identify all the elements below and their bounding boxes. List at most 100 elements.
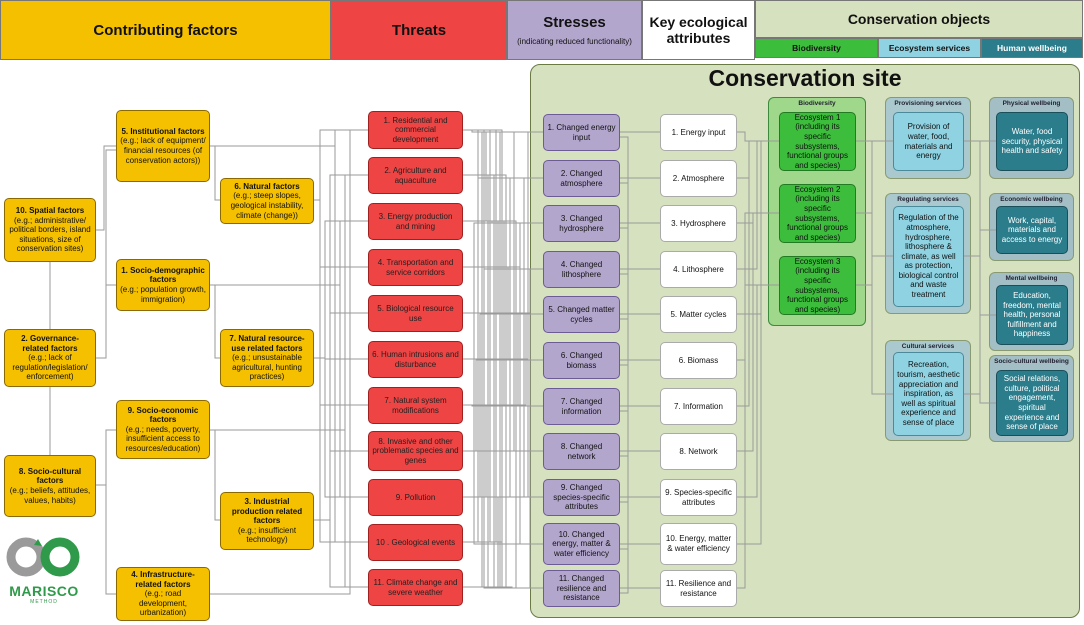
subheader-human-wellbeing: Human wellbeing — [981, 38, 1083, 58]
connector-line — [737, 212, 779, 589]
connector-line — [737, 140, 779, 270]
threat-10: 10 . Geological events — [368, 524, 463, 561]
stress-5: 5. Changed matter cycles — [543, 296, 620, 333]
cf6-label: 6. Natural factors — [234, 181, 300, 191]
connector-line — [210, 429, 368, 588]
connector-line — [96, 284, 116, 359]
ecosystem-2-desc: (including its specific subsystems, func… — [787, 194, 848, 242]
kea-2: 2. Atmosphere — [660, 160, 737, 197]
connector-line — [210, 429, 220, 521]
connector-line — [856, 284, 893, 395]
kea-11: 11. Resilience and resistance — [660, 570, 737, 607]
cf3-desc: (e.g.; insufficient technology) — [237, 525, 297, 545]
stress-1: 1. Changed energy input — [543, 114, 620, 151]
stress-11: 11. Changed resilience and resistance — [543, 570, 620, 607]
connector-line — [210, 220, 368, 286]
header-stresses-subtitle: (indicating reduced functionality) — [517, 37, 632, 46]
contributing-factor-2: 2. Governance-related factors(e.g.; lack… — [4, 329, 96, 387]
connector-line — [737, 212, 779, 452]
connector-line — [314, 199, 368, 406]
connector-line — [620, 227, 629, 275]
connector-line — [737, 212, 779, 315]
connector-line — [314, 312, 368, 521]
connector-line — [620, 136, 629, 184]
header-contributing-factors: Contributing factors — [0, 0, 331, 60]
header-stresses: Stresses (indicating reduced functionali… — [507, 0, 642, 60]
subheader-ecosystem-services: Ecosystem services — [878, 38, 981, 58]
threat-8: 8. Invasive and other problematic specie… — [368, 431, 463, 471]
ecosystem-1-name: Ecosystem 1 — [794, 112, 841, 122]
connector-line — [210, 284, 220, 359]
threat-7: 7. Natural system modifications — [368, 387, 463, 424]
cf7-label: 7. Natural resource-use related factors — [229, 334, 305, 353]
threat-1: 1. Residential and commercial developmen… — [368, 111, 463, 149]
connector-line — [737, 140, 779, 545]
connector-line — [210, 284, 368, 498]
kea-10: 10. Energy, matter & water efficiency — [660, 523, 737, 565]
kea-4: 4. Lithosphere — [660, 251, 737, 288]
cultural-services-box: Recreation, tourism, aesthetic appreciat… — [893, 352, 964, 436]
connector-line — [314, 129, 368, 201]
ecosystem-2: Ecosystem 2(including its specific subsy… — [779, 184, 856, 243]
provisioning-services-box: Provision of water, food, materials and … — [893, 112, 964, 171]
connector-line — [620, 501, 629, 550]
connector-line — [620, 273, 629, 320]
cf10-desc: (e.g.; administrative/ political borders… — [9, 215, 91, 254]
header-conservation-objects: Conservation objects — [755, 0, 1083, 38]
cf10-label: 10. Spatial factors — [15, 206, 85, 216]
connector-line — [737, 131, 779, 142]
connector-line — [856, 212, 893, 395]
ecosystem-2-name: Ecosystem 2 — [794, 184, 841, 194]
cf8-label: 8. Socio-cultural factors — [18, 466, 82, 486]
subheader-biodiversity: Biodiversity — [755, 38, 878, 58]
contributing-factor-6: 6. Natural factors(e.g.; steep slopes, g… — [220, 178, 314, 224]
threat-11: 11. Climate change and severe weather — [368, 569, 463, 606]
connector-line — [210, 145, 220, 201]
logo-sub: METHOD — [30, 599, 58, 605]
contributing-factor-1: 1. Socio-demographic factors(e.g.; popul… — [116, 259, 210, 311]
connector-line — [620, 455, 629, 503]
logo-name: MARISCO — [9, 583, 79, 599]
contributing-factor-7: 7. Natural resource-use related factors(… — [220, 329, 314, 387]
connector-line — [737, 284, 779, 498]
header-conservation-objects-title: Conservation objects — [847, 11, 991, 27]
stress-7: 7. Changed information — [543, 388, 620, 425]
mental-wellbeing-box: Education, freedom, mental health, perso… — [996, 285, 1068, 345]
threat-6: 6. Human intrusions and disturbance — [368, 341, 463, 378]
kea-9: 9. Species-specific attributes — [660, 479, 737, 516]
connector-line — [105, 485, 116, 595]
connector-line — [314, 199, 368, 543]
connector-line — [463, 129, 543, 224]
connector-line — [620, 318, 629, 366]
connector-line — [737, 284, 779, 361]
ecosystem-3: Ecosystem 3(including its specific subsy… — [779, 256, 856, 315]
connector-line — [463, 174, 543, 270]
cf4-desc: (e.g.; road development, urbanization) — [138, 589, 188, 618]
connector-line — [856, 140, 893, 214]
connector-line — [737, 140, 779, 407]
connector-line — [856, 140, 893, 257]
cf5-desc: (e.g.; lack of equipment/ financial reso… — [120, 136, 206, 165]
physical-wellbeing-box: Water, food security, physical health an… — [996, 112, 1068, 171]
stress-2: 2. Changed atmosphere — [543, 160, 620, 197]
contributing-factor-9: 9. Socio-economic factors(e.g.; needs, p… — [116, 400, 210, 459]
contributing-factor-3: 3. Industrial production related factors… — [220, 492, 314, 550]
connector-line — [314, 450, 368, 521]
threat-3: 3. Energy production and mining — [368, 203, 463, 240]
cf1-desc: (e.g.; population growth, immigration) — [120, 285, 206, 304]
connector-line — [96, 145, 116, 231]
cf9-desc: (e.g.; needs, poverty, insufficient acce… — [125, 424, 201, 453]
stress-6: 6. Changed biomass — [543, 342, 620, 379]
threat-2: 2. Agriculture and aquaculture — [368, 157, 463, 194]
sociocultural-wellbeing-box: Social relations, culture, political eng… — [996, 370, 1068, 436]
cf2-label: 2. Governance-related factors — [21, 334, 79, 353]
cf4-label: 4. Infrastructure-related factors — [131, 570, 195, 589]
mental-wellbeing-title: Mental wellbeing — [1005, 275, 1058, 282]
contributing-factor-5: 5. Institutional factors(e.g.; lack of e… — [116, 110, 210, 182]
connector-line — [463, 222, 543, 314]
physical-wellbeing-title: Physical wellbeing — [1002, 100, 1061, 107]
regulating-panel-title: Regulating services — [897, 196, 959, 203]
connector-line — [463, 586, 543, 589]
kea-3: 3. Hydrosphere — [660, 205, 737, 242]
